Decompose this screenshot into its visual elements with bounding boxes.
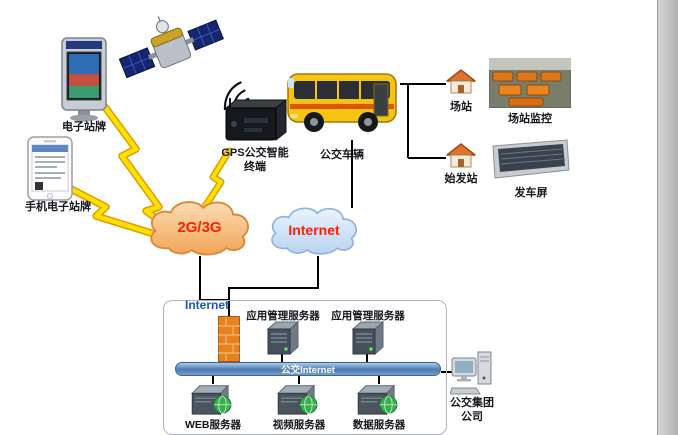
depot-house-icon xyxy=(446,68,476,96)
app-server-right-label: 应用管理服务器 xyxy=(331,310,405,322)
departure-screen-image xyxy=(492,139,570,179)
page-edge-strip xyxy=(657,0,678,435)
origin-house-icon xyxy=(446,142,476,170)
satellite-icon xyxy=(118,16,224,79)
depot-label: 场站 xyxy=(450,101,472,113)
cloud-2g3g-label: 2G/3G xyxy=(177,218,222,236)
phone-icon xyxy=(27,136,73,201)
gps-terminal-icon xyxy=(224,98,288,142)
depot-monitor-label: 场站监控 xyxy=(508,113,552,125)
gps-terminal-label-line1: GPS公交智能 xyxy=(221,147,289,159)
bus-icon xyxy=(287,73,397,132)
web-server-icon xyxy=(190,382,236,416)
eboard-device-icon xyxy=(61,37,107,122)
app-server-right-icon xyxy=(347,319,387,357)
lightning-bolts xyxy=(67,99,233,237)
video-server-icon xyxy=(276,382,322,416)
phone-label: 手机电子站牌 xyxy=(25,201,91,213)
company-label-line2: 公司 xyxy=(461,411,483,424)
data-server-icon xyxy=(356,382,402,416)
datacenter-internet-entry-label: Internet xyxy=(184,298,229,312)
company-label-line1: 公交集团 xyxy=(450,397,494,409)
data-server-label: 数据服务器 xyxy=(352,419,406,431)
departure-screen-label: 发车屏 xyxy=(514,187,548,199)
cloud-internet-label: Internet xyxy=(288,222,340,238)
backbone-label: 公交Internet xyxy=(281,365,335,376)
web-server-label: WEB服务器 xyxy=(185,419,241,431)
depot-monitor-image xyxy=(489,58,571,108)
bus-label: 公交车辆 xyxy=(320,149,364,161)
app-server-left-label: 应用管理服务器 xyxy=(246,310,320,322)
origin-label: 始发站 xyxy=(444,173,478,185)
eboard-label: 电子站牌 xyxy=(62,121,106,133)
firewall-icon xyxy=(218,316,240,362)
company-workstation-icon xyxy=(450,351,492,395)
backbone-bar: 公交Internet xyxy=(175,362,441,376)
gps-terminal-label-line2: 终端 xyxy=(244,161,266,174)
cloud-internet: Internet xyxy=(264,202,364,258)
cloud-2g3g: 2G/3G xyxy=(142,196,257,258)
gps-terminal-label: GPS公交智能 终端 xyxy=(206,146,304,175)
company-label: 公交集团 公司 xyxy=(430,396,514,425)
app-server-left-icon xyxy=(262,319,302,357)
video-server-label: 视频服务器 xyxy=(272,419,326,431)
